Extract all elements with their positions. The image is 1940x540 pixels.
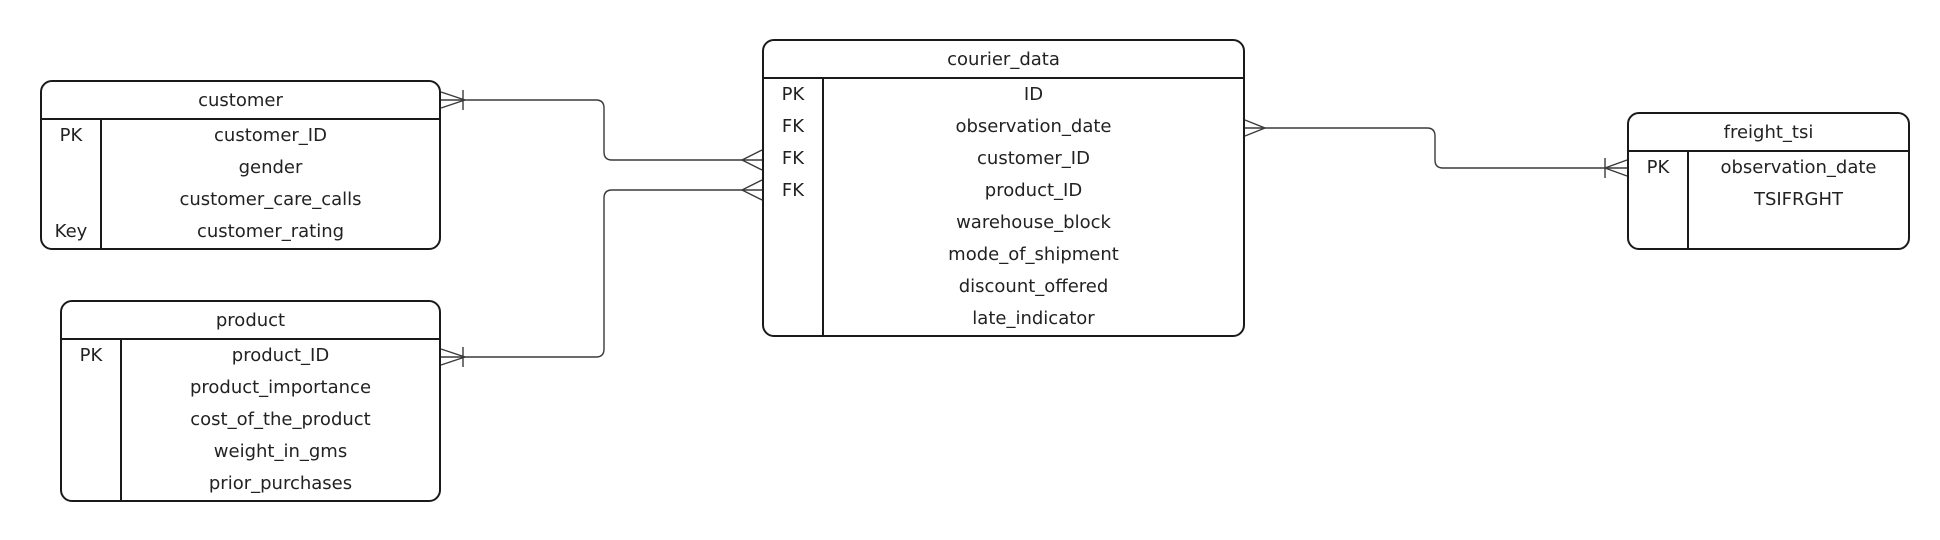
entity-body: PK customer_ID gender customer_care_call… <box>42 120 439 248</box>
field-name: product_ID <box>231 345 330 366</box>
field-name: customer_care_calls <box>179 189 362 210</box>
relationship-product-courier <box>440 179 763 367</box>
field-name: discount_offered <box>958 276 1109 297</box>
entity-row: late_indicator <box>764 303 1243 335</box>
crow-foot <box>440 356 466 366</box>
field-name: late_indicator <box>972 308 1095 329</box>
crow-foot <box>440 348 466 358</box>
entity-customer[interactable]: customer PK customer_ID gender customer_… <box>40 80 441 250</box>
entity-row: FK observation_date <box>764 111 1243 143</box>
field-name: product_importance <box>189 377 372 398</box>
entity-row: discount_offered <box>764 271 1243 303</box>
key-label: FK <box>781 116 805 137</box>
key-column-divider <box>822 79 824 335</box>
connector-line <box>441 189 762 358</box>
entity-row: PK product_ID <box>62 340 439 372</box>
entity-row: mode_of_shipment <box>764 239 1243 271</box>
field-name: product_ID <box>984 180 1083 201</box>
field-name: TSIFRGHT <box>1753 189 1844 210</box>
crow-foot <box>1604 167 1628 177</box>
key-label: FK <box>781 180 805 201</box>
crow-foot <box>741 159 763 171</box>
field-name: customer_ID <box>214 125 327 146</box>
key-label: PK <box>79 345 103 366</box>
field-name: mode_of_shipment <box>948 244 1119 265</box>
field-name: cost_of_the_product <box>190 409 371 430</box>
crow-foot <box>1244 119 1266 129</box>
entity-row: warehouse_block <box>764 207 1243 239</box>
key-label: PK <box>1646 157 1670 178</box>
entity-row: product_importance <box>62 372 439 404</box>
relationship-customer-courier <box>440 90 763 171</box>
entity-row: FK customer_ID <box>764 143 1243 175</box>
crow-foot <box>741 179 763 191</box>
key-label: Key <box>54 221 88 242</box>
crow-foot <box>440 91 466 101</box>
connector-line <box>441 99 762 161</box>
entity-body: PK observation_date TSIFRGHT <box>1629 152 1908 248</box>
relationship-freight-courier <box>1244 119 1628 178</box>
crow-foot <box>440 99 466 109</box>
entity-title: customer <box>42 82 439 120</box>
entity-row: PK customer_ID <box>42 120 439 152</box>
entity-row: cost_of_the_product <box>62 404 439 436</box>
entity-body: PK ID FK observation_date FK customer_ID… <box>764 79 1243 335</box>
entity-row: PK observation_date <box>1629 152 1908 184</box>
field-name: observation_date <box>1720 157 1877 178</box>
key-column-divider <box>100 120 102 248</box>
key-label: PK <box>781 84 805 105</box>
field-name: gender <box>238 157 303 178</box>
entity-row: customer_care_calls <box>42 184 439 216</box>
entity-title: freight_tsi <box>1629 114 1908 152</box>
key-label: PK <box>59 125 83 146</box>
entity-row: TSIFRGHT <box>1629 184 1908 216</box>
field-name: ID <box>1023 84 1044 105</box>
entity-row: weight_in_gms <box>62 436 439 468</box>
crow-foot <box>741 149 763 161</box>
entity-freight-tsi[interactable]: freight_tsi PK observation_date TSIFRGHT <box>1627 112 1910 250</box>
field-name: prior_purchases <box>208 473 353 494</box>
key-column-divider <box>1687 152 1689 248</box>
entity-product[interactable]: product PK product_ID product_importance… <box>60 300 441 502</box>
field-name: observation_date <box>955 116 1112 137</box>
crow-foot <box>741 189 763 201</box>
entity-title: product <box>62 302 439 340</box>
connector-line <box>1245 127 1627 169</box>
crow-foot <box>1244 127 1266 137</box>
entity-body: PK product_ID product_importance cost_of… <box>62 340 439 500</box>
entity-row: Key customer_rating <box>42 216 439 248</box>
key-label: FK <box>781 148 805 169</box>
field-name: weight_in_gms <box>213 441 348 462</box>
crow-foot <box>1604 159 1628 169</box>
field-name: customer_rating <box>196 221 345 242</box>
field-name: warehouse_block <box>956 212 1111 233</box>
entity-row: prior_purchases <box>62 468 439 500</box>
entity-row: gender <box>42 152 439 184</box>
entity-row: PK ID <box>764 79 1243 111</box>
entity-courier-data[interactable]: courier_data PK ID FK observation_date F… <box>762 39 1245 337</box>
entity-row: FK product_ID <box>764 175 1243 207</box>
key-column-divider <box>120 340 122 500</box>
entity-title: courier_data <box>764 41 1243 79</box>
field-name: customer_ID <box>977 148 1090 169</box>
